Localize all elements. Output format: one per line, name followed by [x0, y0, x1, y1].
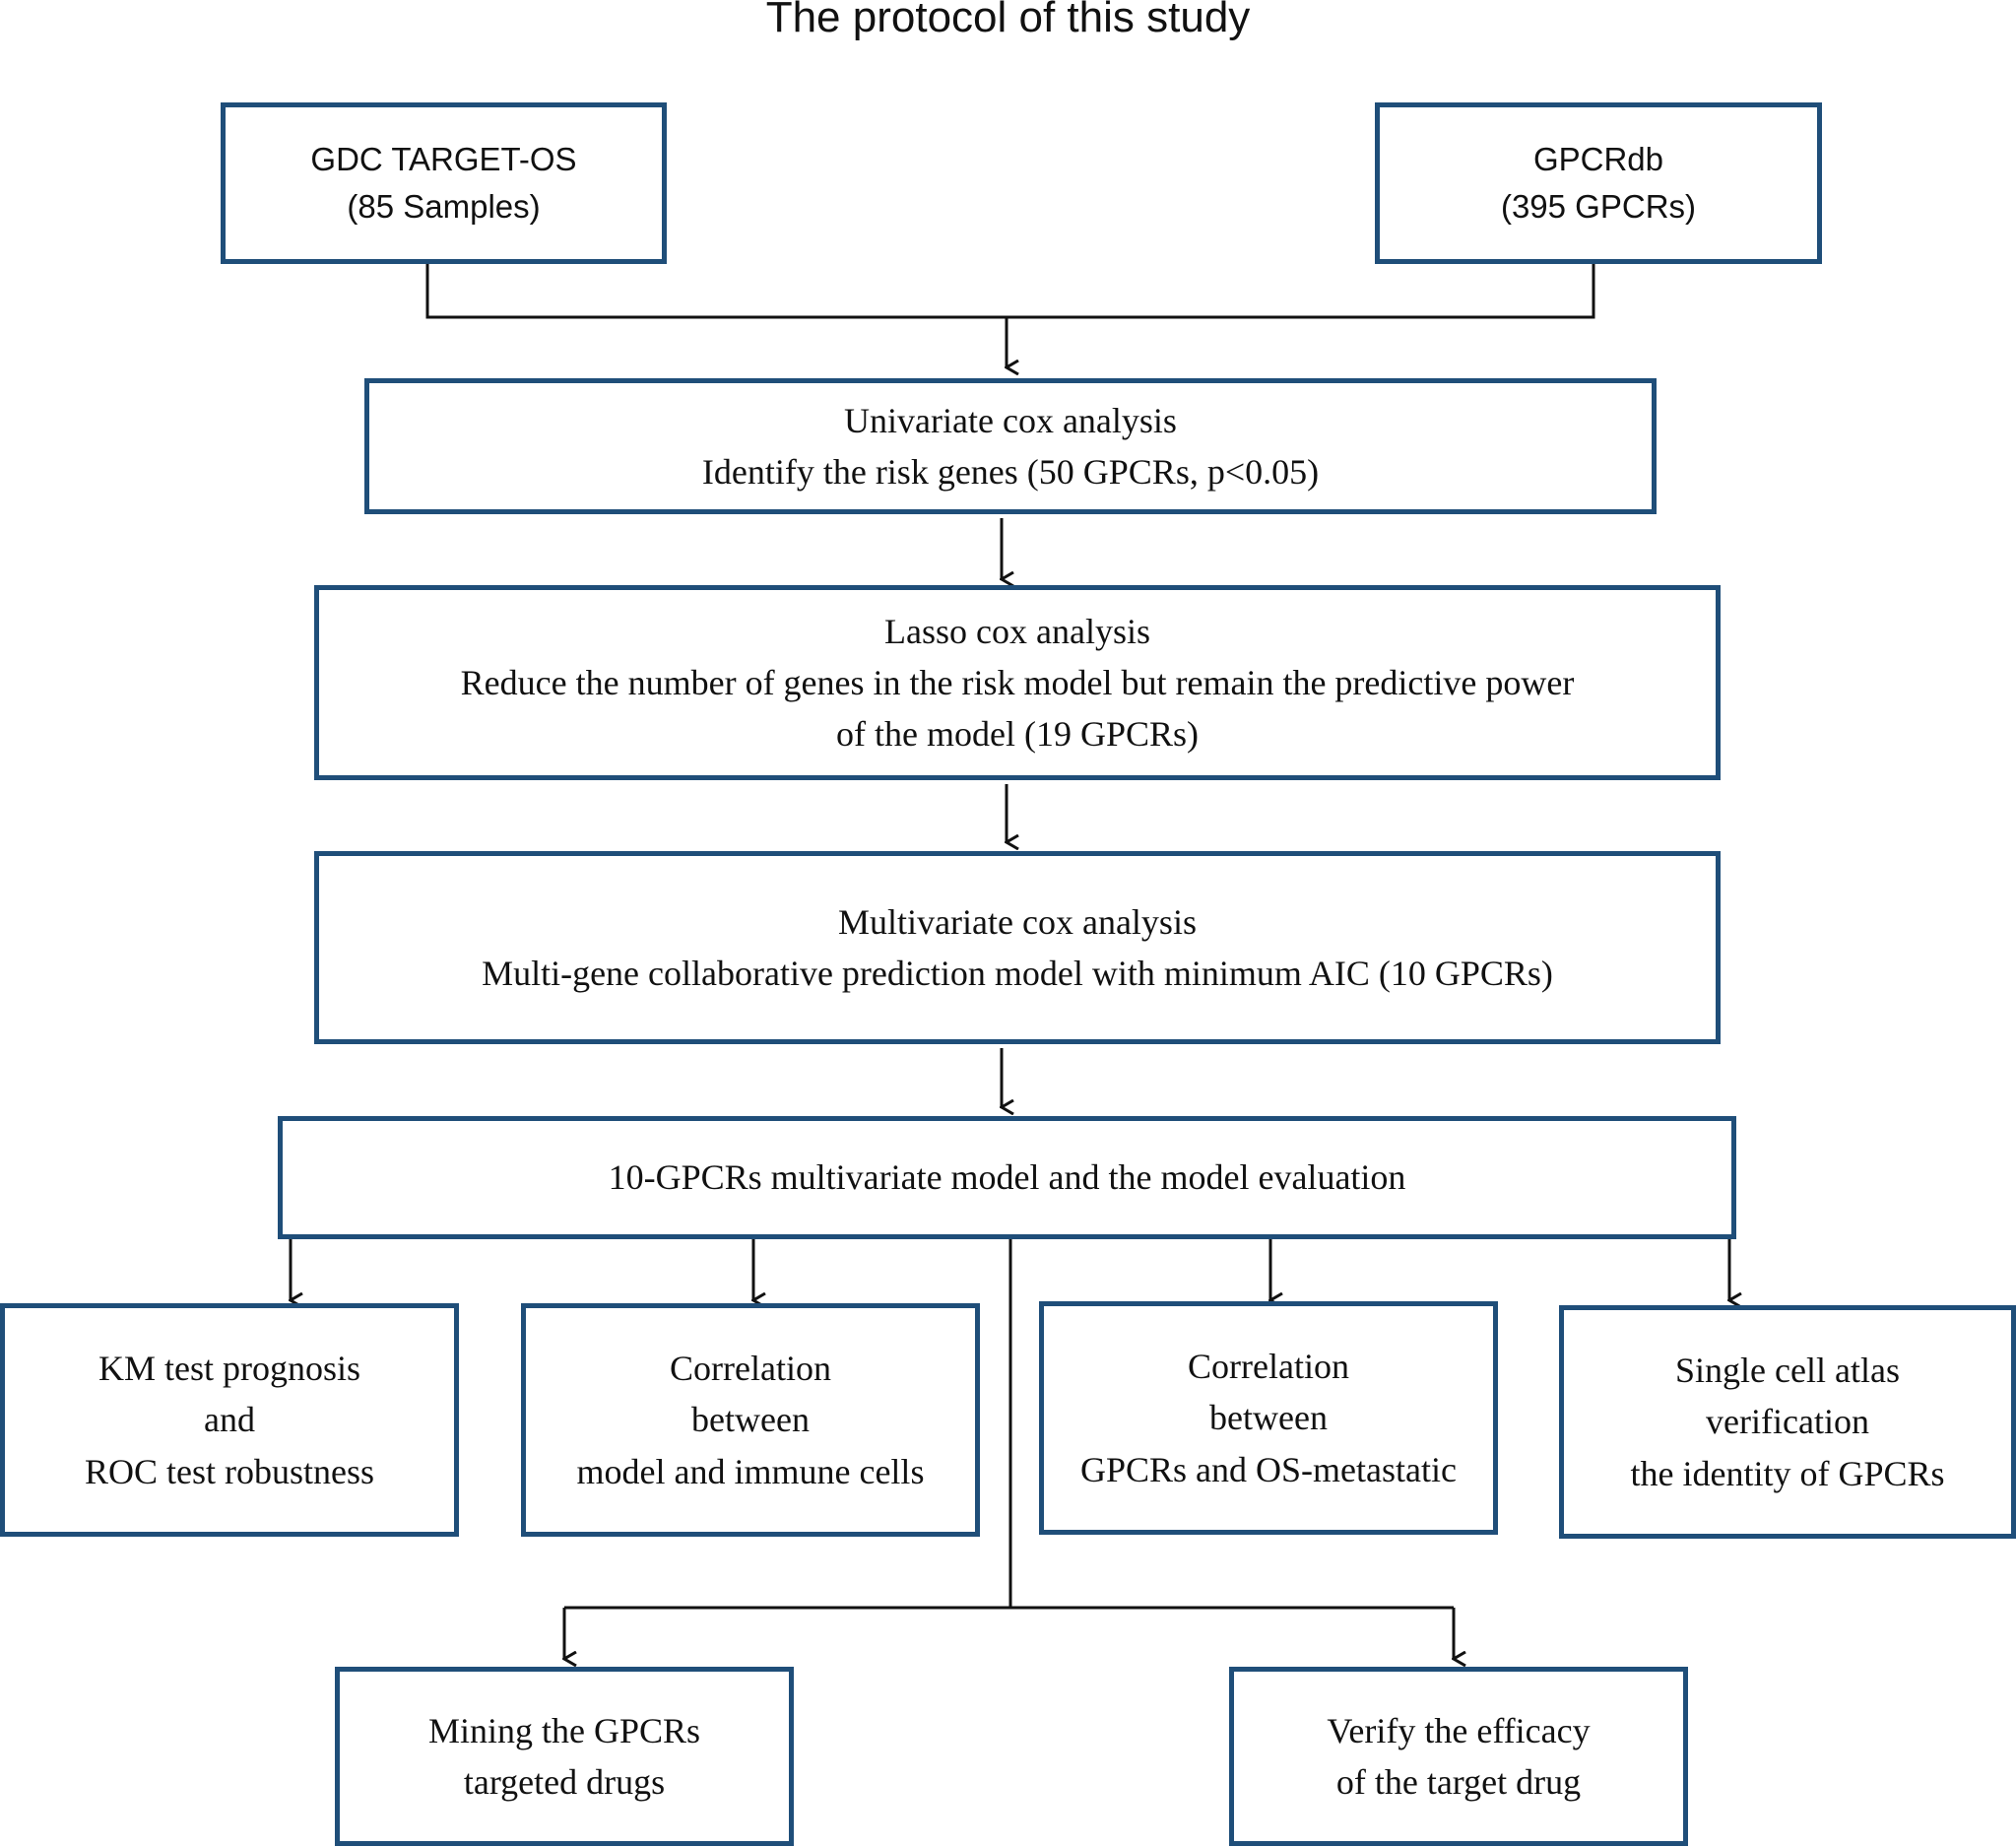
mining-text-line-1: Mining the GPCRs	[427, 1710, 701, 1750]
verify-text-line-1: Verify the efficacy	[1327, 1710, 1591, 1750]
metastatic-text-line-3: GPCRs and OS-metastatic	[1080, 1449, 1457, 1489]
metastatic-text-line-1: Correlation	[1188, 1347, 1349, 1387]
km-text-line-1: KM test prognosis	[98, 1349, 360, 1389]
multivariate-text-line-1: Multivariate cox analysis	[838, 901, 1197, 942]
diagram-title: The protocol of this study	[765, 0, 1251, 41]
verify-text-line-2: of the target drug	[1335, 1762, 1582, 1802]
lasso-text-line-2: Reduce the number of genes in the risk m…	[460, 662, 1575, 702]
gdc-target-os-box: GDC TARGET-OS (85 Samples)	[221, 102, 667, 264]
singlecell-text-line-2: verification	[1706, 1402, 1869, 1442]
lasso-text-line-1: Lasso cox analysis	[884, 611, 1150, 651]
mining-text-line-2: targeted drugs	[463, 1762, 666, 1802]
singlecell-text-line-3: the identity of GPCRs	[1630, 1453, 1945, 1493]
verify-efficacy-box: Verify the efficacy of the target drug	[1229, 1667, 1688, 1846]
gpcrdb-text-line-1: GPCRdb	[1532, 141, 1664, 178]
immune-correlation-box: Correlation between model and immune cells	[521, 1303, 980, 1537]
immune-text-line-3: model and immune cells	[576, 1451, 925, 1491]
gdc-text-line-1: GDC TARGET-OS	[310, 141, 577, 178]
model-text-line-1: 10-GPCRs multivariate model and the mode…	[608, 1157, 1406, 1198]
immune-text-line-1: Correlation	[670, 1349, 831, 1389]
univariate-text-line-1: Univariate cox analysis	[844, 400, 1177, 440]
km-text-line-3: ROC test robustness	[84, 1451, 374, 1491]
mining-drugs-box: Mining the GPCRs targeted drugs	[335, 1667, 794, 1846]
gpcrdb-text-line-2: (395 GPCRs)	[1500, 188, 1697, 225]
singlecell-text-line-1: Single cell atlas	[1675, 1351, 1900, 1391]
model-evaluation-box: 10-GPCRs multivariate model and the mode…	[278, 1116, 1736, 1239]
univariate-text-line-2: Identify the risk genes (50 GPCRs, p<0.0…	[701, 452, 1320, 492]
lasso-text-line-3: of the model (19 GPCRs)	[836, 714, 1199, 755]
single-cell-atlas-box: Single cell atlas verification the identit…	[1559, 1305, 2016, 1539]
multivariate-text-line-2: Multi-gene collaborative prediction mode…	[482, 954, 1553, 993]
connector-gdc-merge	[425, 264, 1595, 319]
gpcrdb-box: GPCRdb (395 GPCRs)	[1375, 102, 1822, 264]
km-text-line-2: and	[204, 1400, 255, 1440]
gdc-text-line-2: (85 Samples)	[347, 188, 541, 225]
metastatic-text-line-2: between	[1209, 1398, 1328, 1438]
immune-text-line-2: between	[691, 1400, 810, 1440]
